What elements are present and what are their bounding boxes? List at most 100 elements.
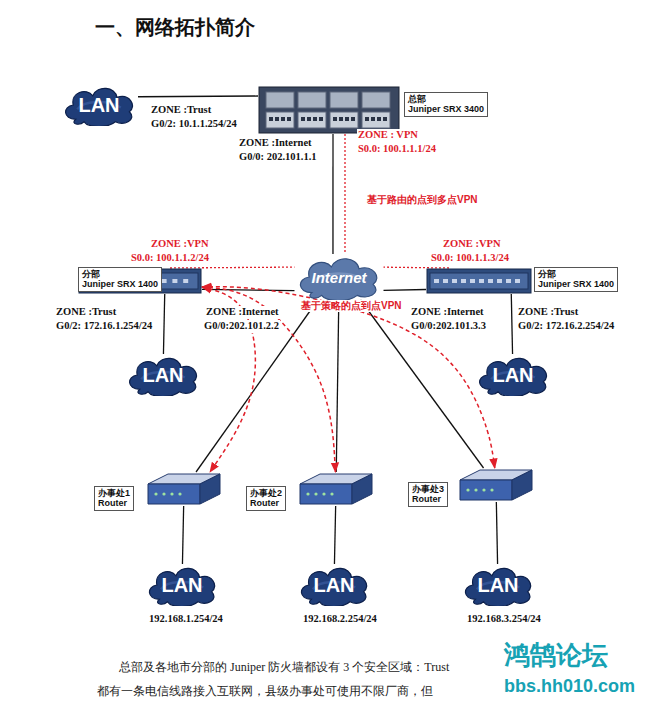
card-slot: [266, 92, 294, 108]
port: [301, 117, 305, 121]
cloud-shape: [465, 568, 530, 606]
chassis: [259, 87, 399, 133]
port: [275, 117, 279, 121]
device-label: 总部: [408, 94, 484, 104]
cloud-label: LAN: [78, 94, 119, 117]
card-slot: [362, 92, 390, 108]
device-node: 分部Juniper SRX 1400: [426, 268, 532, 294]
node-outline: [258, 86, 400, 134]
cloud-label: LAN: [313, 574, 354, 597]
port: [506, 279, 511, 283]
vpn-label: 基于路由的点到多点VPN: [366, 194, 479, 206]
cloud-shape: [66, 88, 133, 126]
interface-label: ZONE :Internet: [205, 306, 280, 319]
cloud-node: Internet: [294, 254, 383, 300]
device-node: 办事处2Router: [298, 472, 374, 506]
router-side: [512, 470, 532, 500]
link-line: [336, 300, 339, 472]
device-label: 办事处2: [250, 488, 282, 498]
node-outline: [426, 268, 532, 294]
interface-label: ZONE :Internet: [410, 306, 485, 319]
led: [490, 488, 493, 491]
link-line: [138, 95, 258, 97]
cloud-label: LAN: [142, 364, 183, 387]
port: [307, 117, 311, 121]
chassis: [427, 269, 531, 293]
interface-label: ZONE :VPN: [150, 238, 209, 251]
interface-label: ZONE : VPN: [357, 129, 419, 142]
port: [162, 279, 167, 283]
cloud-shape: [301, 259, 377, 300]
led: [482, 488, 485, 491]
card-slot: [266, 112, 294, 128]
device-label: 办事处1: [98, 488, 130, 498]
watermark: bbs.hh010.com: [503, 676, 636, 698]
router-front: [300, 484, 352, 504]
router-front: [148, 484, 200, 504]
port: [377, 117, 381, 121]
port: [371, 117, 375, 121]
led: [162, 492, 165, 495]
text-holder: LAN: [60, 84, 138, 126]
port: [479, 279, 484, 283]
led: [154, 492, 157, 495]
port: [470, 279, 475, 283]
interface-label: G0/2: 172.16.1.254/24: [55, 320, 153, 333]
link-line: [496, 502, 497, 564]
vpn-tunnel: [202, 287, 495, 468]
device-label-box: 分部Juniper SRX 1400: [534, 267, 618, 292]
text-holder: LAN: [296, 564, 372, 606]
interface-label: S0.0: 100.1.1.3/24: [430, 252, 510, 265]
link-line: [334, 506, 335, 564]
interface-label: G0/0:202.101.2.2: [203, 320, 280, 333]
led: [330, 492, 333, 495]
diagram-title: 一、网络拓扑简介: [95, 14, 255, 41]
device-label-box: 办事处2Router: [246, 486, 286, 511]
device-label: Juniper SRX 1400: [82, 279, 158, 289]
device-label: Router: [250, 498, 282, 508]
port: [281, 117, 285, 121]
router-front: [460, 480, 512, 500]
led: [314, 492, 317, 495]
port: [452, 279, 457, 283]
led: [466, 488, 469, 491]
device-label-box: 分部Juniper SRX 1400: [78, 267, 162, 292]
port: [351, 117, 355, 121]
interface-label: ZONE :Trust: [55, 306, 117, 319]
front-panel: [430, 273, 528, 289]
device-label: 办事处3: [412, 484, 444, 494]
interface-label: ZONE :Trust: [517, 306, 579, 319]
device-label-box: 办事处3Router: [408, 482, 448, 507]
interface-label: ZONE :VPN: [442, 238, 501, 251]
text-holder: LAN: [474, 354, 552, 396]
led: [170, 492, 173, 495]
port: [497, 279, 502, 283]
port: [319, 117, 323, 121]
interface-label: ZONE :Trust: [150, 104, 212, 117]
cloud-node: LAN: [124, 354, 202, 396]
link-line: [182, 506, 183, 564]
cloud-shape: [301, 568, 366, 606]
interface-label: 192.168.1.254/24: [148, 613, 224, 626]
port: [183, 279, 188, 283]
cloud-node: LAN: [144, 564, 220, 606]
router-side: [200, 474, 220, 504]
text-holder: LAN: [124, 354, 202, 396]
cloud-node: LAN: [474, 354, 552, 396]
interface-label: 192.168.2.254/24: [302, 613, 378, 626]
card-slot: [330, 112, 358, 128]
link-line: [196, 300, 318, 472]
link-line: [384, 289, 427, 291]
interface-label: G0/2: 10.1.1.254/24: [150, 118, 238, 131]
cloud-label: LAN: [161, 574, 202, 597]
led: [322, 492, 325, 495]
port: [365, 117, 369, 121]
port: [172, 279, 177, 283]
device-label: 分部: [538, 269, 614, 279]
body-text: 总部及各地市分部的 Juniper 防火墙都设有 3 个安全区域：Trust: [118, 660, 450, 674]
port: [488, 279, 493, 283]
port: [434, 279, 439, 283]
port: [333, 117, 337, 121]
text-holder: LAN: [460, 564, 536, 606]
